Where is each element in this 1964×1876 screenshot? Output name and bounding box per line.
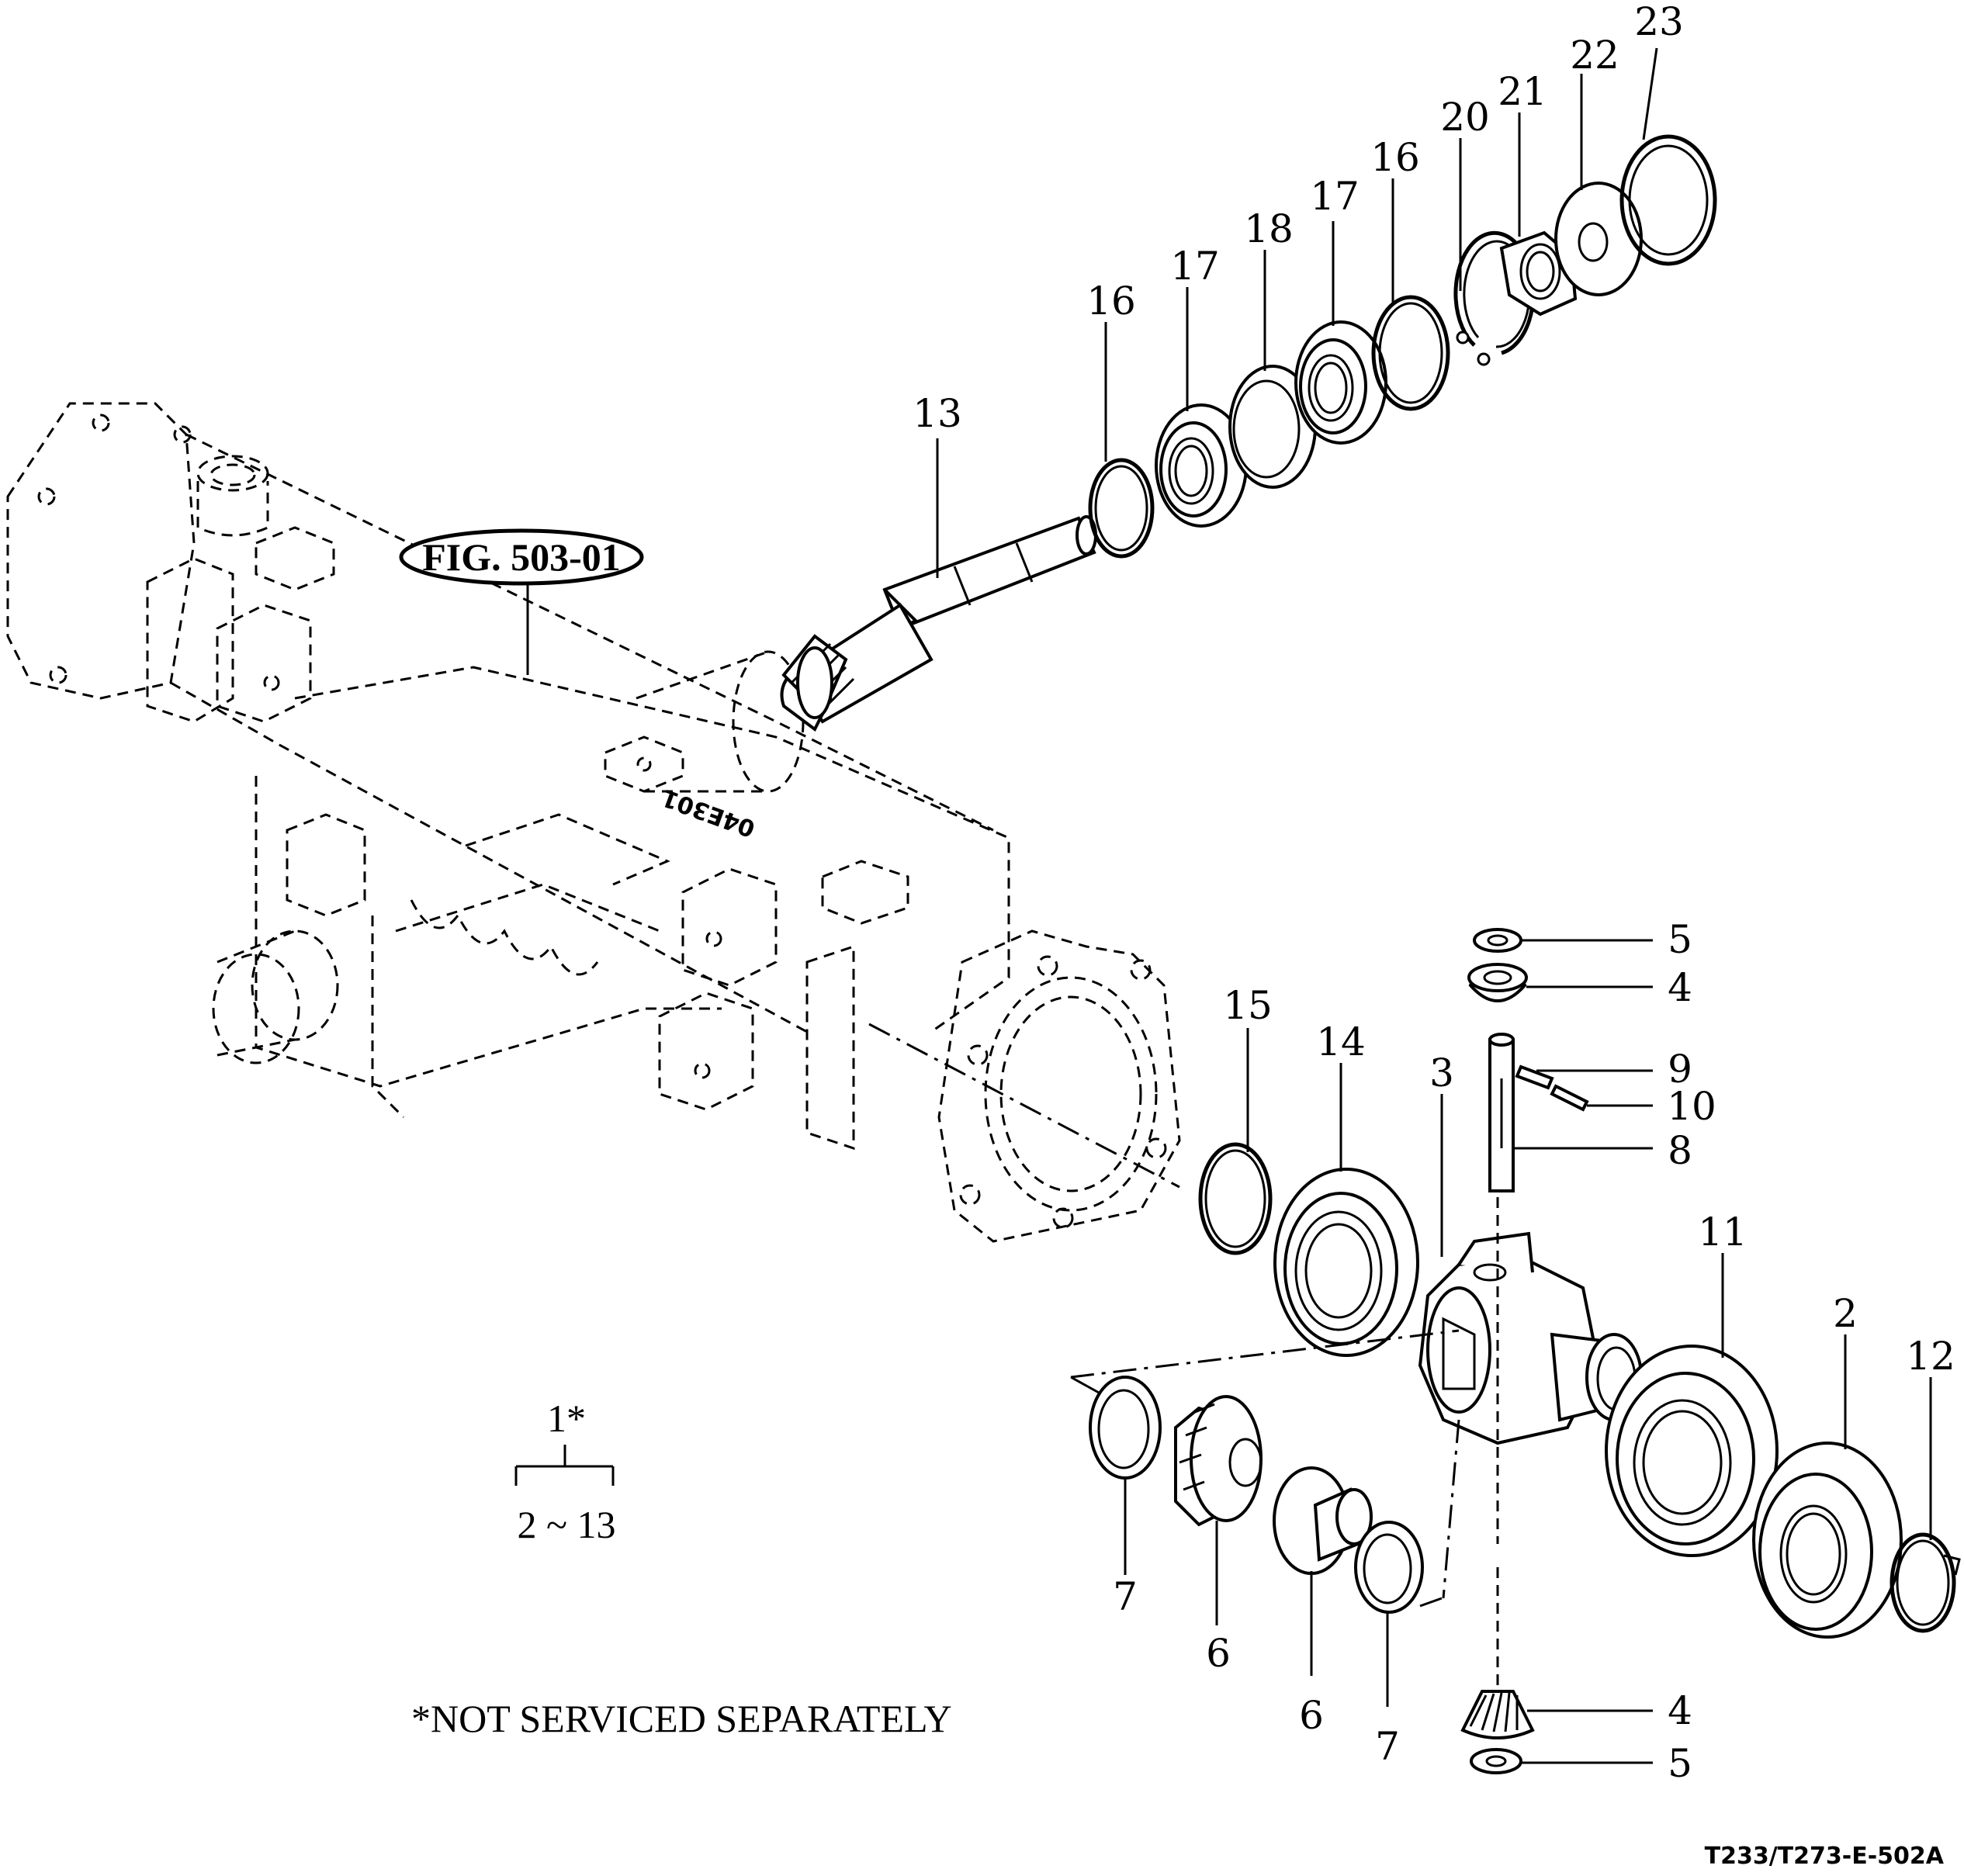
callout-11: 11 — [1698, 1210, 1748, 1255]
part-18-bearing-cup — [1228, 365, 1317, 489]
part-2-oil-seal — [1752, 1442, 1903, 1639]
callout-4a: 4 — [1668, 965, 1692, 1010]
part-15-o-ring — [1198, 1142, 1273, 1255]
assembly-key: 1* 2 ~ 13 — [514, 1397, 616, 1546]
part-12-snap-ring — [1890, 1532, 1961, 1633]
callout-15: 15 — [1223, 983, 1273, 1028]
callout-16a: 16 — [1086, 279, 1136, 324]
callout-13: 13 — [913, 391, 962, 436]
assembly-children: 2 ~ 13 — [517, 1503, 615, 1546]
part-7-thrust-washer-b — [1354, 1521, 1424, 1614]
part-4-pinion-gear-top — [1467, 963, 1528, 1002]
part-22-washer — [1554, 182, 1643, 296]
part-6-side-gear-a — [1174, 1395, 1263, 1527]
callout-6a: 6 — [1206, 1631, 1231, 1676]
callout-17b: 17 — [1310, 174, 1360, 219]
part-3-differential-case — [1418, 1231, 1643, 1445]
callout-23: 23 — [1634, 0, 1684, 44]
callout-7a: 7 — [1113, 1574, 1138, 1619]
callout-numbers: 13 16 17 18 17 16 20 21 22 23 5 4 9 10 8… — [913, 0, 1955, 1786]
callout-8: 8 — [1668, 1128, 1692, 1173]
drawing-code: T233/T273-E-502A — [1705, 1843, 1945, 1870]
callout-16b: 16 — [1370, 135, 1420, 180]
callout-21: 21 — [1498, 69, 1547, 114]
callout-2: 2 — [1833, 1291, 1858, 1336]
part-6-side-gear-b — [1273, 1466, 1373, 1575]
assembly-parent: 1* — [547, 1397, 586, 1440]
callout-14: 14 — [1316, 1019, 1366, 1064]
part-10-spring-pin — [1550, 1084, 1589, 1112]
callout-9: 9 — [1668, 1047, 1692, 1092]
part-16-snap-ring-b — [1371, 295, 1450, 411]
axle-housing-phantom — [6, 402, 1181, 1243]
part-17-bearing-a — [1155, 403, 1248, 528]
figure-ref-label: FIG. 503-01 — [422, 535, 621, 579]
part-9-pin — [1515, 1064, 1554, 1090]
part-5-thrust-washer-top — [1473, 928, 1522, 953]
callout-7b: 7 — [1375, 1724, 1400, 1769]
callout-4b: 4 — [1668, 1688, 1692, 1733]
leader-lines — [936, 47, 1932, 1764]
part-20-circlip — [1453, 230, 1536, 366]
not-serviced-note: *NOT SERVICED SEPARATELY — [411, 1697, 952, 1740]
callout-5b: 5 — [1668, 1741, 1692, 1786]
part-23-shim — [1619, 134, 1717, 266]
callout-17a: 17 — [1170, 244, 1220, 289]
part-8-pinion-shaft-pin — [1488, 1033, 1515, 1192]
part-14-bearing — [1273, 1168, 1419, 1357]
part-16-snap-ring-a — [1088, 458, 1155, 559]
callout-22: 22 — [1570, 33, 1619, 78]
callout-10: 10 — [1667, 1084, 1716, 1129]
part-13-pinion-shaft — [780, 515, 1097, 732]
callout-6b: 6 — [1299, 1693, 1324, 1738]
callout-5a: 5 — [1668, 917, 1692, 962]
part-17-bearing-b — [1294, 320, 1387, 445]
part-11-bearing — [1605, 1345, 1779, 1557]
callout-12: 12 — [1906, 1334, 1955, 1379]
callout-3: 3 — [1429, 1050, 1454, 1095]
part-7-thrust-washer-a — [1089, 1376, 1162, 1480]
part-5-thrust-washer-bottom — [1470, 1748, 1522, 1774]
callout-20: 20 — [1440, 95, 1490, 140]
callout-18: 18 — [1244, 206, 1294, 251]
part-4-pinion-gear-bottom — [1460, 1690, 1535, 1739]
figure-reference: FIG. 503-01 — [399, 528, 644, 675]
